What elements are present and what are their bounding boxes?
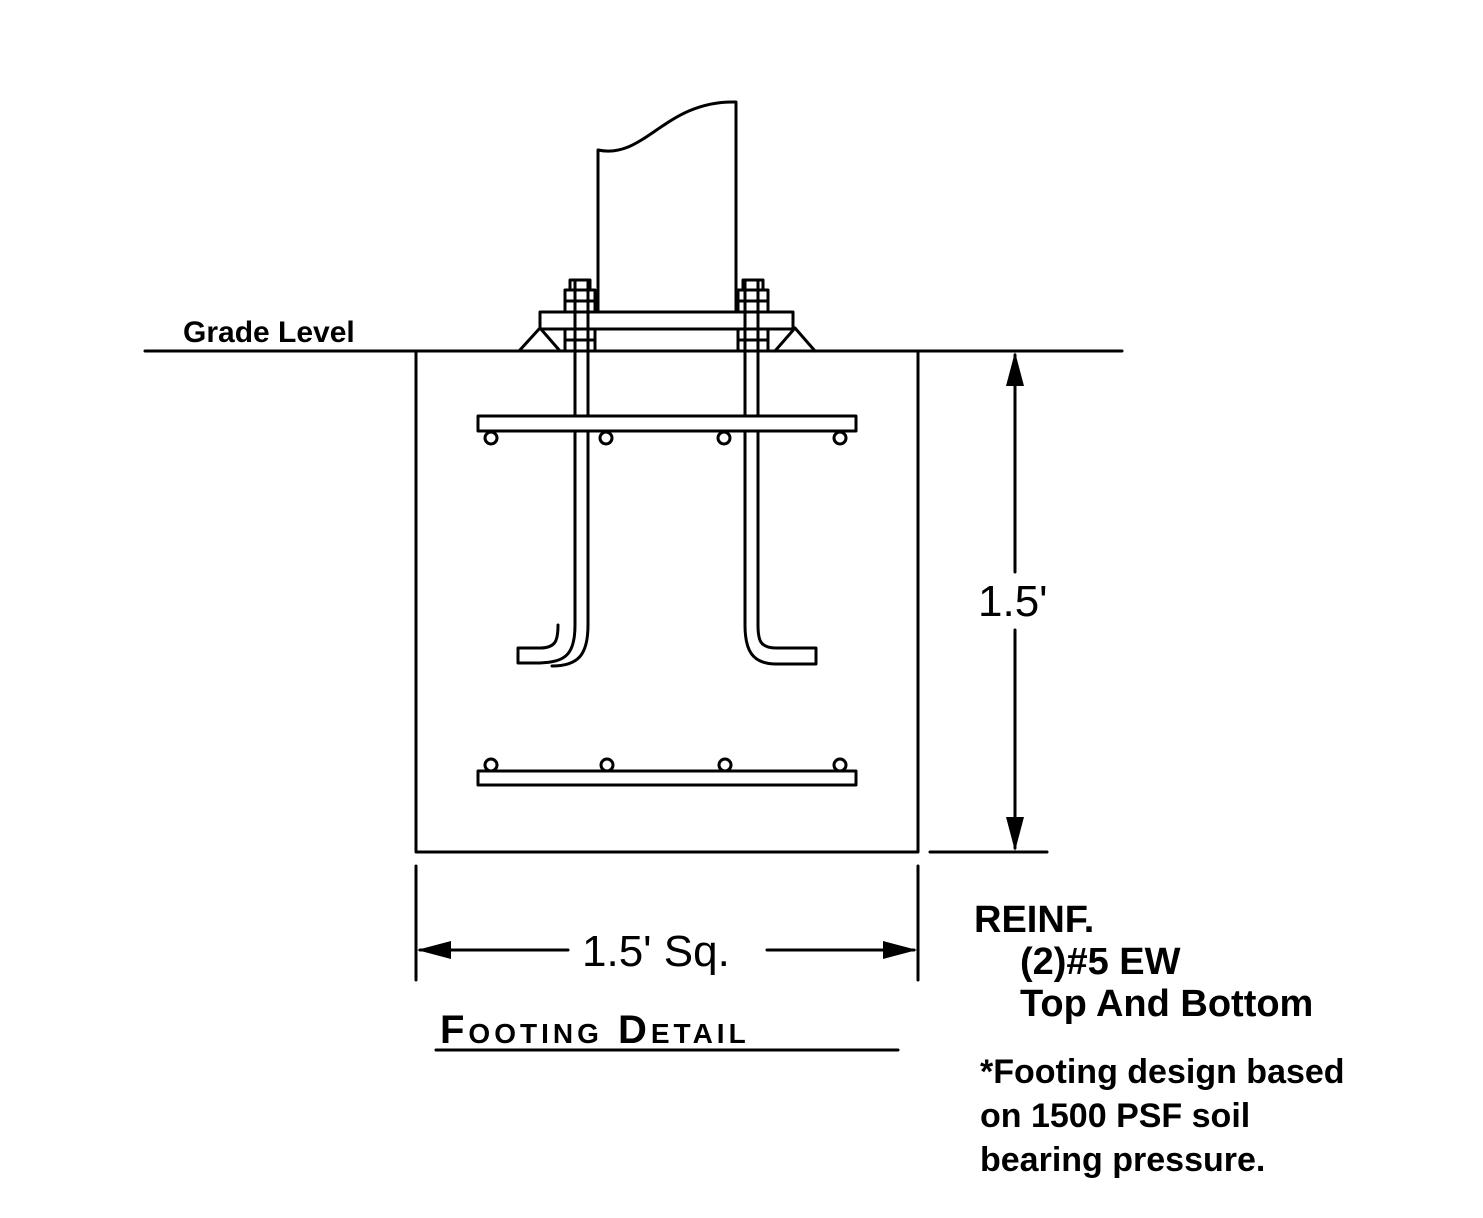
- anchor-bolt-left: [516, 278, 597, 668]
- reinf-line-1: (2)#5 EW: [1020, 941, 1181, 983]
- top-rebar: [476, 414, 858, 433]
- footing-block: [414, 349, 920, 854]
- depth-arrow-down: [1006, 817, 1024, 851]
- note-line-2: on 1500 PSF soil: [980, 1097, 1250, 1135]
- top-rebar-dot-3: [716, 430, 732, 446]
- depth-dimension-label: 1.5': [978, 577, 1048, 626]
- bottom-rebar-dot-2: [599, 757, 615, 773]
- top-rebar-dot-1: [483, 430, 499, 446]
- top-rebar-dot-4: [832, 430, 848, 446]
- note-line-3: bearing pressure.: [980, 1141, 1265, 1179]
- reinf-line-2: Top And Bottom: [1020, 983, 1313, 1025]
- depth-arrow-up: [1006, 352, 1024, 386]
- note-line-1: *Footing design based: [980, 1053, 1345, 1091]
- width-dimension-label: 1.5' Sq.: [582, 927, 730, 976]
- bottom-rebar: [476, 769, 858, 787]
- bottom-rebar-dot-3: [717, 757, 733, 773]
- drawing-title: Footing Detail: [440, 1008, 750, 1052]
- base-plate: [538, 310, 795, 331]
- width-arrow-left: [417, 941, 451, 959]
- grout-right: [773, 326, 817, 353]
- reinf-heading: REINF.: [974, 899, 1094, 941]
- grout-left: [517, 326, 562, 353]
- anchor-bolt-right: [736, 278, 818, 666]
- bottom-rebar-dot-1: [483, 757, 499, 773]
- top-rebar-dot-2: [598, 430, 614, 446]
- post: [596, 100, 738, 314]
- width-arrow-right: [883, 941, 917, 959]
- grade-level-label: Grade Level: [183, 316, 355, 349]
- bottom-rebar-dot-4: [832, 757, 848, 773]
